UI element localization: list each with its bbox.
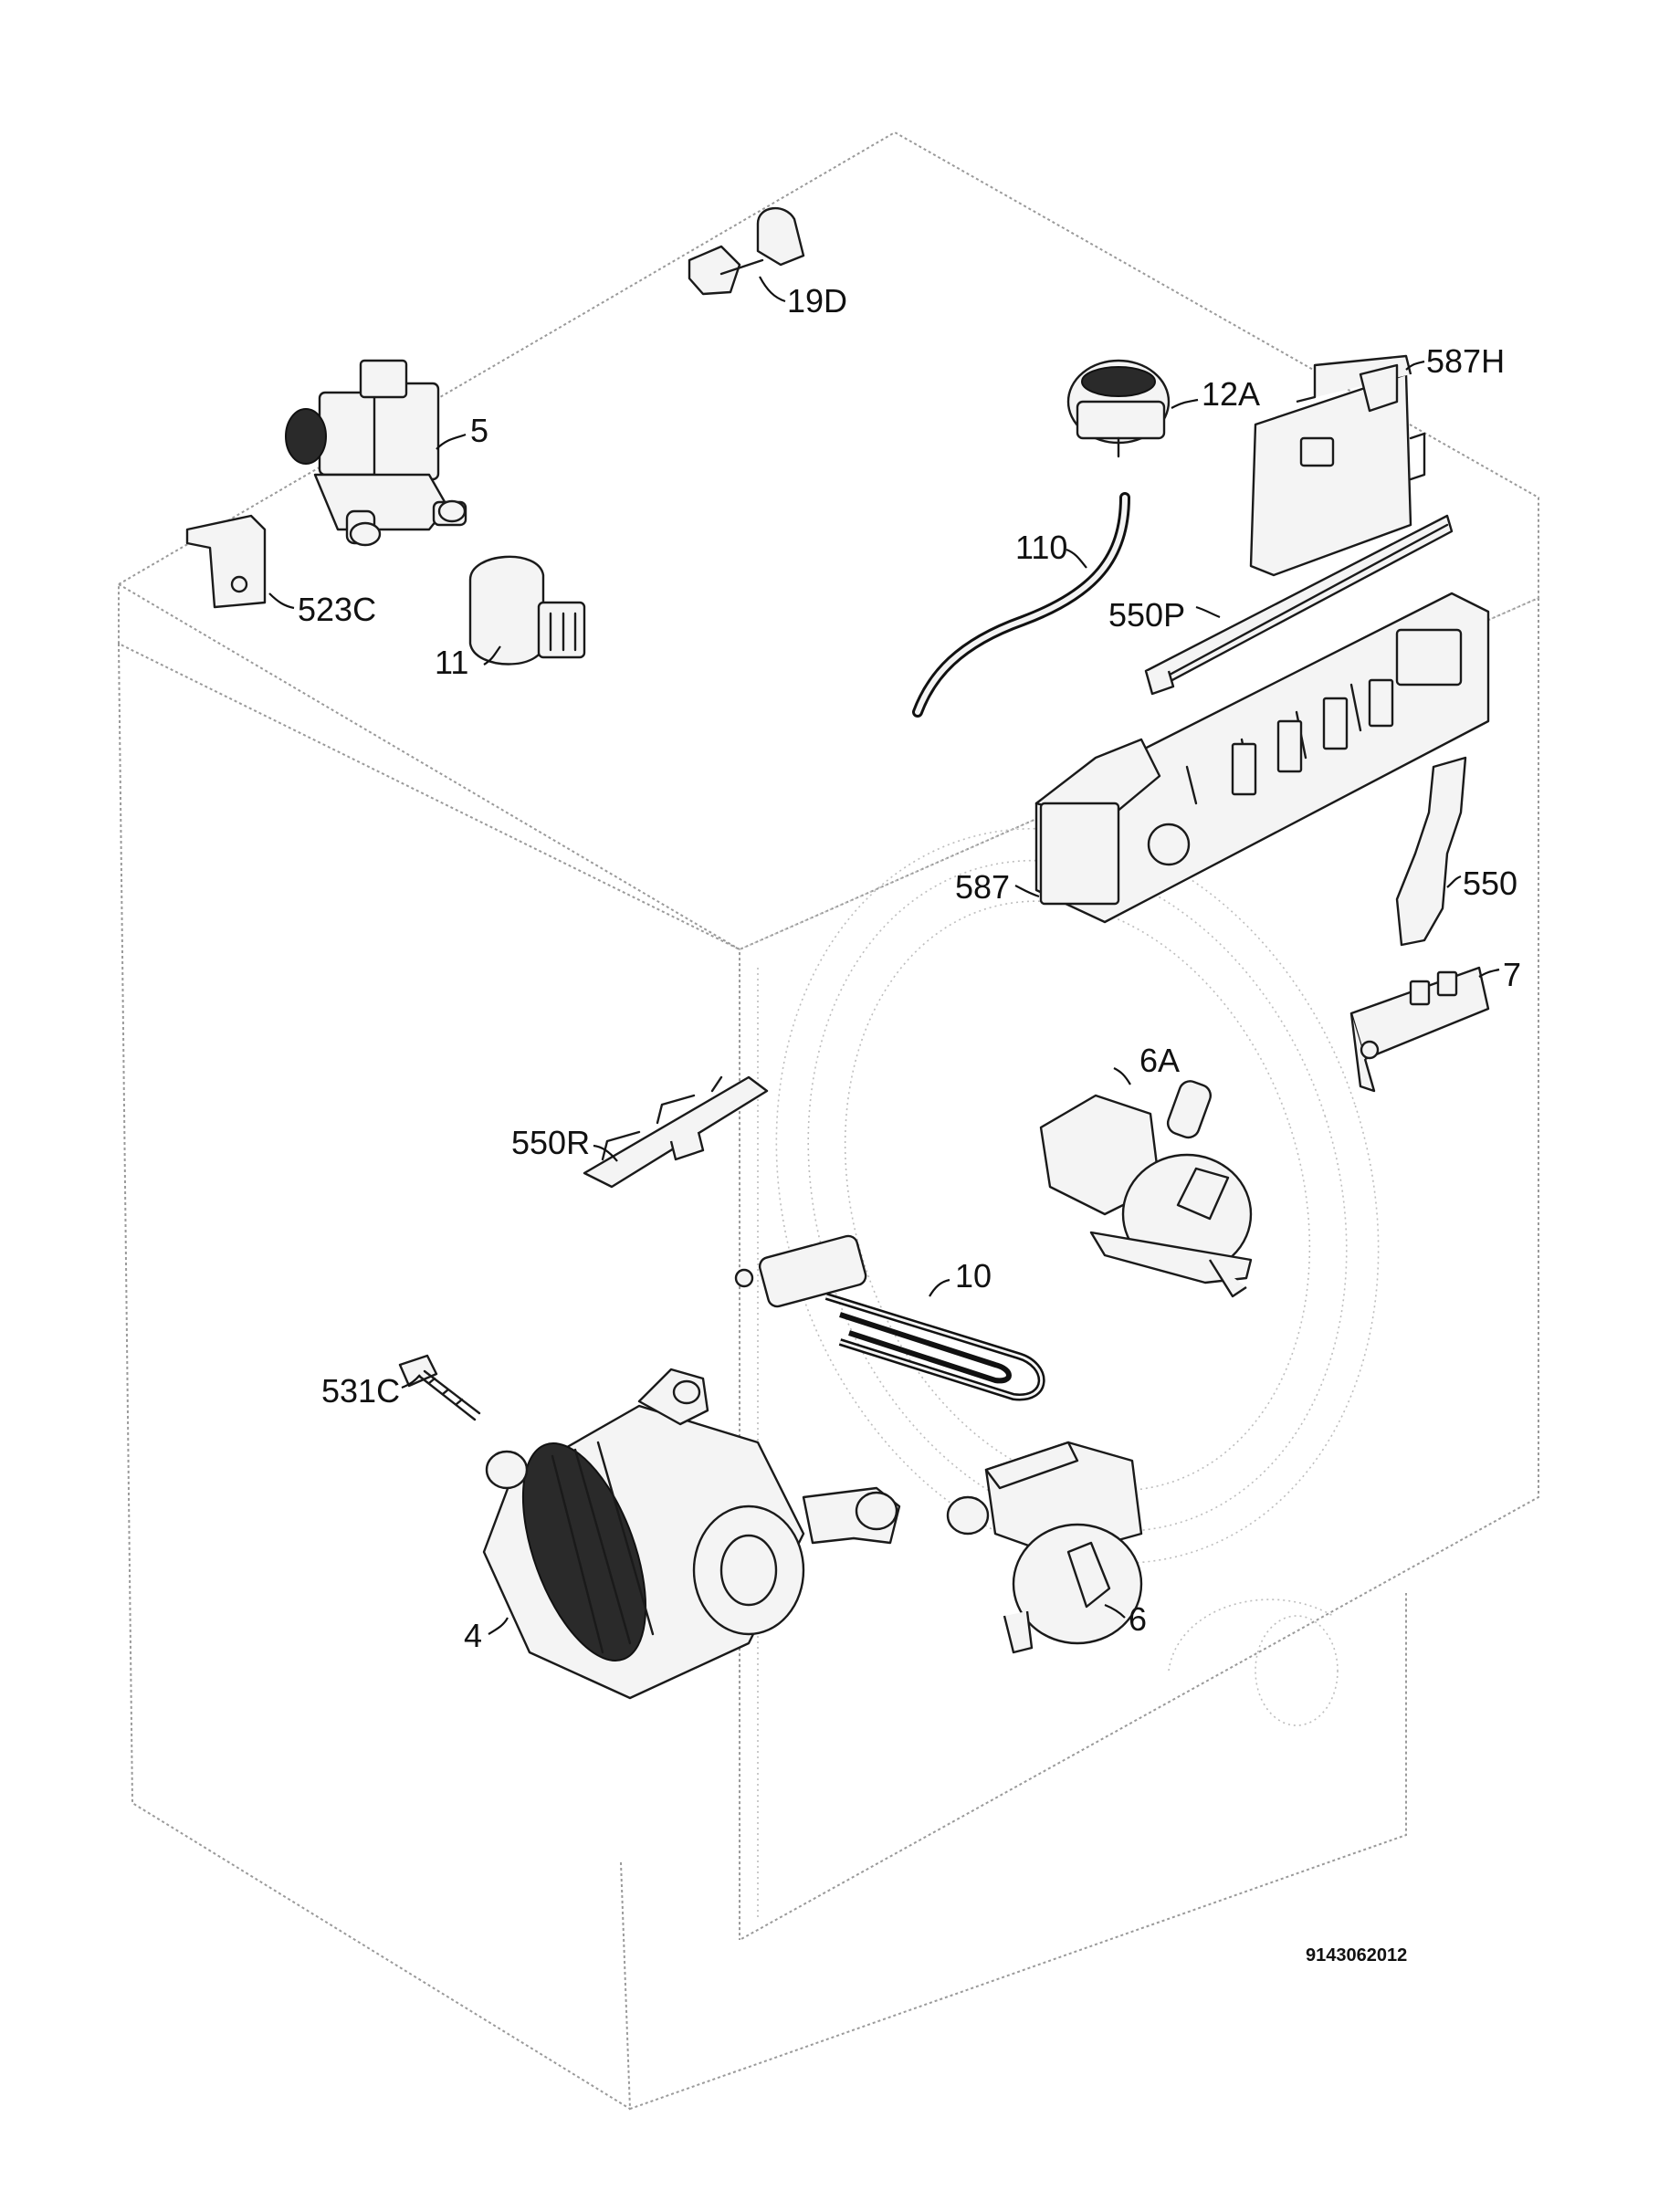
label-550r: 550R: [511, 1124, 590, 1161]
part-7-door-lock-icon: [1349, 966, 1490, 1093]
label-587h: 587H: [1426, 342, 1505, 380]
part-labels: 19D 5 12A 587H 523C 110 11 550P 587 550 …: [298, 282, 1521, 1654]
part-6a-circulation-pump-icon: [1039, 1080, 1253, 1298]
part-587h-control-module-icon: [1249, 354, 1426, 577]
part-550-lever-icon: [1395, 756, 1467, 947]
part-6-drain-pump-icon: [946, 1441, 1143, 1654]
part-12a-pressure-switch-icon: [1066, 359, 1171, 458]
label-531c: 531C: [321, 1372, 400, 1410]
label-110: 110: [1015, 529, 1067, 566]
label-7: 7: [1503, 956, 1521, 993]
label-6: 6: [1129, 1600, 1147, 1638]
label-6a: 6A: [1139, 1042, 1180, 1079]
label-5: 5: [470, 412, 488, 449]
leader-lines: [268, 276, 1500, 1635]
label-550: 550: [1463, 865, 1517, 902]
part-5-inlet-valve-icon: [285, 359, 467, 547]
part-11-suppressor-icon: [468, 555, 586, 666]
part-10-heating-element-icon: [734, 1234, 1045, 1401]
part-550r-plate-icon: [583, 1075, 769, 1189]
label-4: 4: [464, 1617, 482, 1654]
label-587: 587: [955, 868, 1010, 906]
label-12a: 12A: [1202, 375, 1260, 413]
label-550p: 550P: [1108, 596, 1185, 634]
part-19d-cap-icon: [688, 206, 805, 296]
label-523c: 523C: [298, 591, 376, 628]
label-10: 10: [955, 1257, 992, 1295]
part-523c-bracket-icon: [185, 514, 267, 609]
label-19d: 19D: [787, 282, 847, 320]
drawing-code: 9143062012: [1306, 1945, 1407, 1966]
part-587-main-board-icon: [1034, 592, 1490, 924]
part-550p-rail-icon: [1144, 514, 1454, 696]
part-531c-screw-icon: [398, 1354, 481, 1421]
part-4-motor-icon: [482, 1368, 901, 1700]
label-11: 11: [435, 644, 468, 681]
part-110-hose-icon: [912, 492, 1130, 718]
